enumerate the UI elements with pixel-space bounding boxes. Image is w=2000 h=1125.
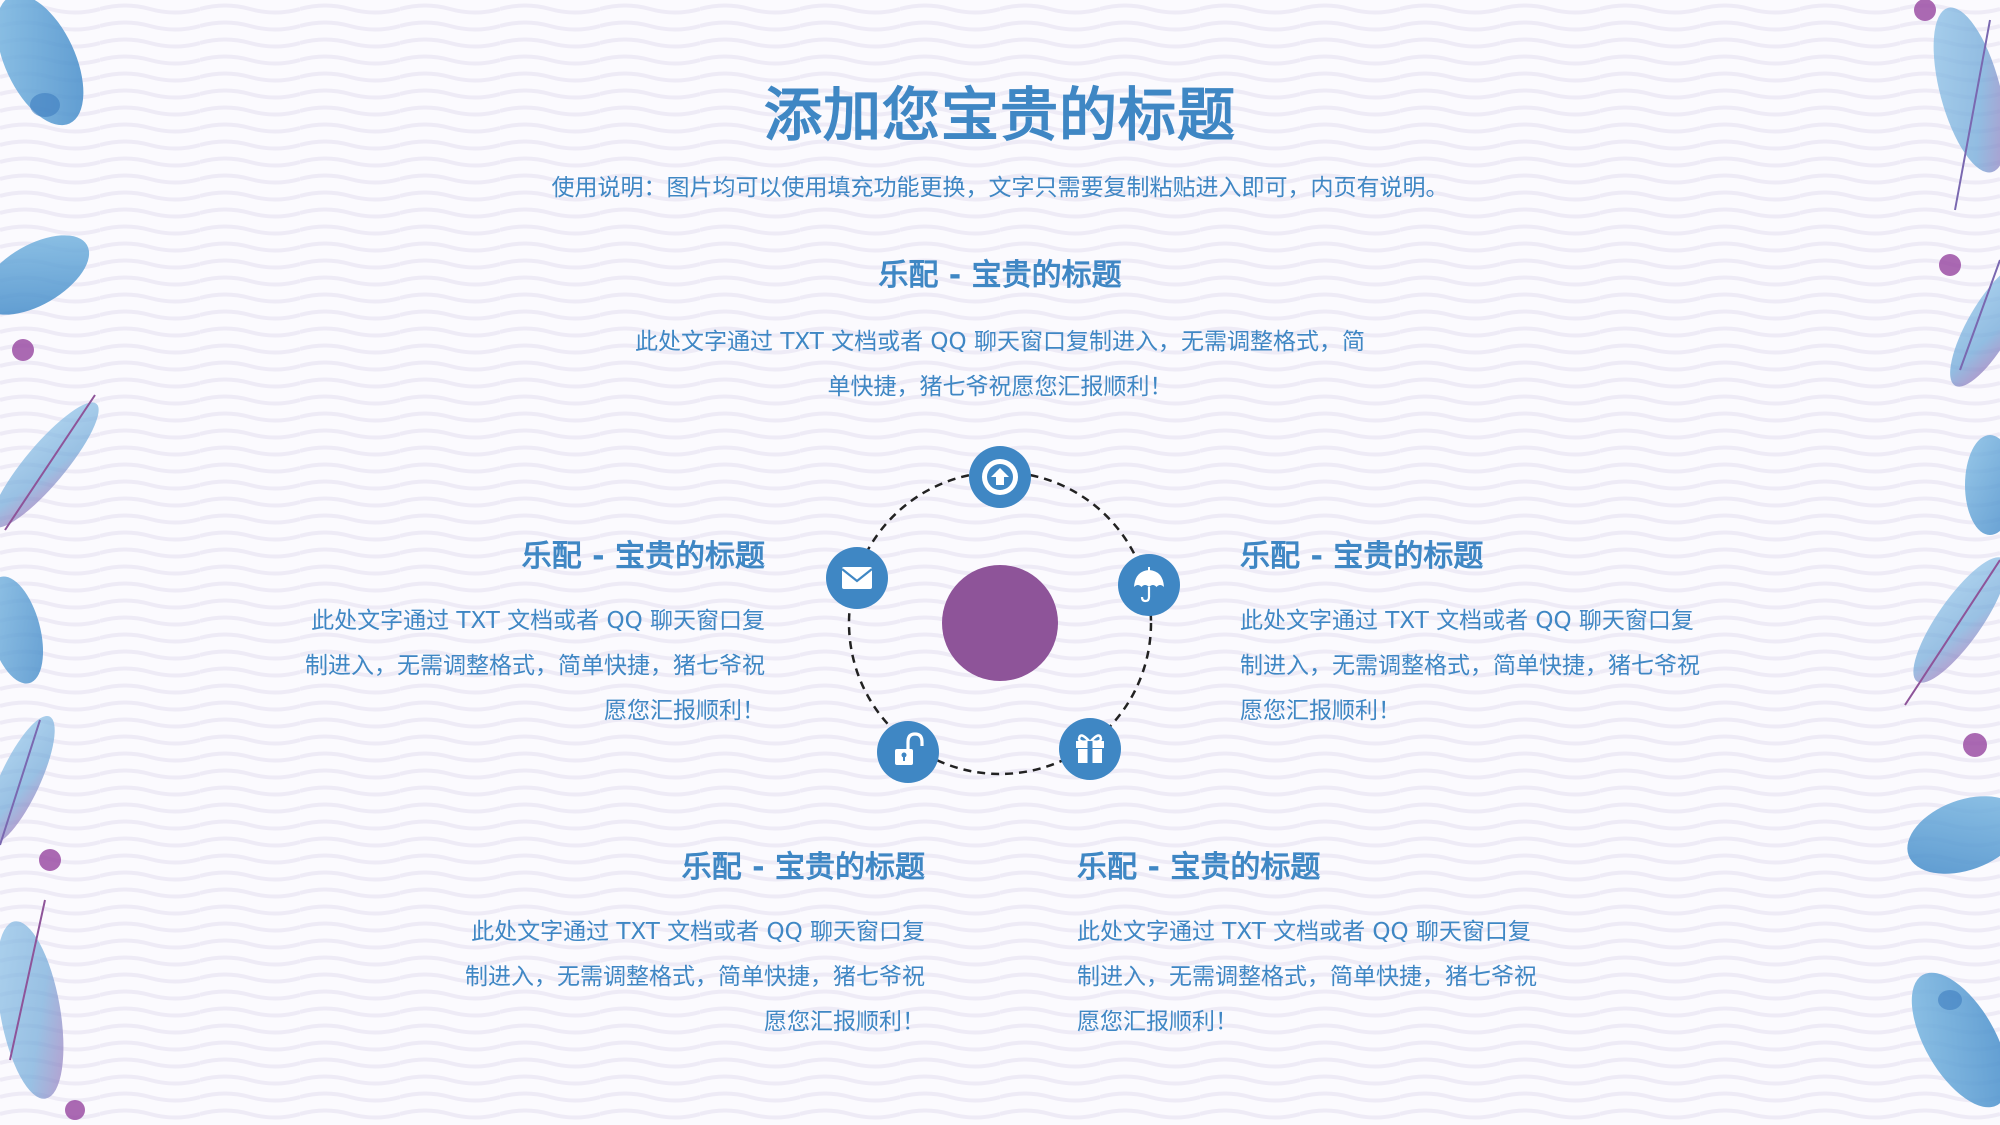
ink-splat (65, 1100, 85, 1120)
feather-left-6 (0, 899, 64, 1099)
feather-right-3 (1965, 435, 2000, 535)
ink-splat (1939, 254, 1961, 276)
ink-splat (39, 849, 61, 871)
block-line: 制进入，无需调整格式，简单快捷，猪七爷祝 (1077, 964, 1537, 990)
ink-splat (1914, 0, 1936, 21)
feather-left-4 (0, 576, 44, 684)
feather-right-6 (1911, 972, 2000, 1108)
feather-left-5 (0, 715, 55, 846)
slide-subtitle: 使用说明：图片均可以使用填充功能更换，文字只需要复制粘贴进入即可，内页有说明。 (551, 175, 1449, 201)
block-line: 此处文字通过 TXT 文档或者 QQ 聊天窗口复 (311, 608, 765, 634)
umbrella-icon (1118, 554, 1180, 616)
ink-splat (1963, 733, 1987, 757)
envelope-icon (826, 547, 888, 609)
block-line: 愿您汇报顺利！ (1077, 1009, 1238, 1035)
feather-left-2 (0, 235, 90, 315)
block-line: 愿您汇报顺利！ (1240, 698, 1401, 724)
feather-right-1 (1933, 7, 2000, 211)
ink-splat (12, 339, 34, 361)
cycle-diagram (826, 446, 1180, 783)
unlock-icon (877, 721, 939, 783)
text-block-right: 乐配 - 宝贵的标题 此处文字通过 TXT 文档或者 QQ 聊天窗口复 制进入，… (1240, 537, 1760, 734)
text-block-top: 乐配 - 宝贵的标题 此处文字通过 TXT 文档或者 QQ 聊天窗口复制进入，无… (600, 256, 1400, 410)
block-line: 愿您汇报顺利！ (604, 698, 765, 724)
block-line: 制进入，无需调整格式，简单快捷，猪七爷祝 (1240, 653, 1700, 679)
feather-right-4 (1904, 557, 2000, 706)
feather-right-2 (1950, 259, 2000, 387)
center-circle (942, 565, 1058, 681)
upload-icon (969, 446, 1031, 508)
block-line: 此处文字通过 TXT 文档或者 QQ 聊天窗口复 (471, 919, 925, 945)
block-line: 此处文字通过 TXT 文档或者 QQ 聊天窗口复 (1240, 608, 1694, 634)
block-heading: 乐配 - 宝贵的标题 (681, 850, 925, 885)
block-line: 单快捷，猪七爷祝愿您汇报顺利！ (827, 374, 1173, 400)
feather-left-1 (0, 0, 84, 126)
feather-right-5 (1907, 796, 2000, 874)
block-heading: 乐配 - 宝贵的标题 (521, 539, 765, 574)
block-heading: 乐配 - 宝贵的标题 (1077, 850, 1321, 885)
text-block-bottom-right: 乐配 - 宝贵的标题 此处文字通过 TXT 文档或者 QQ 聊天窗口复 制进入，… (1077, 848, 1597, 1045)
text-block-bottom-left: 乐配 - 宝贵的标题 此处文字通过 TXT 文档或者 QQ 聊天窗口复 制进入，… (410, 848, 925, 1045)
block-line: 制进入，无需调整格式，简单快捷，猪七爷祝 (465, 964, 925, 990)
block-line: 愿您汇报顺利！ (764, 1009, 925, 1035)
dashed-ring (847, 470, 1153, 776)
block-heading: 乐配 - 宝贵的标题 (878, 258, 1122, 293)
block-line: 此处文字通过 TXT 文档或者 QQ 聊天窗口复 (1077, 919, 1531, 945)
feather-left-3 (0, 394, 99, 531)
block-heading: 乐配 - 宝贵的标题 (1240, 539, 1484, 574)
slide-title: 添加您宝贵的标题 (763, 81, 1236, 149)
gift-icon (1059, 718, 1121, 780)
text-block-left: 乐配 - 宝贵的标题 此处文字通过 TXT 文档或者 QQ 聊天窗口复 制进入，… (250, 537, 765, 734)
block-line: 制进入，无需调整格式，简单快捷，猪七爷祝 (305, 653, 765, 679)
block-line: 此处文字通过 TXT 文档或者 QQ 聊天窗口复制进入，无需调整格式，简 (635, 329, 1365, 355)
